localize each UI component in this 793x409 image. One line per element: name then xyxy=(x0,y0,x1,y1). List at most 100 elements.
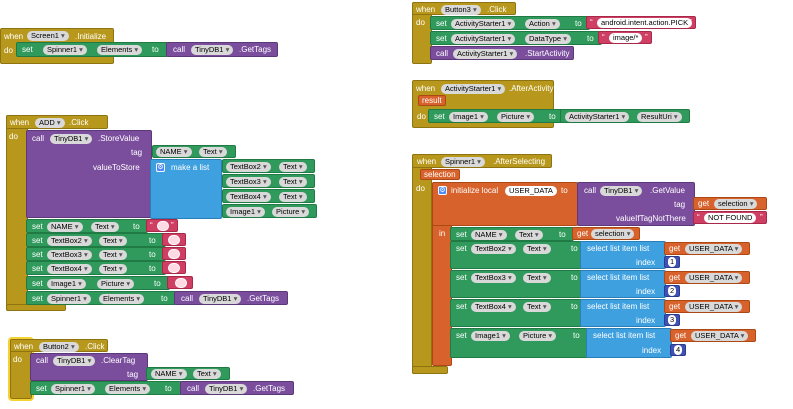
empty-text-field[interactable] xyxy=(168,235,180,245)
set-image1-picture-block[interactable]: set Image1 Picture to xyxy=(428,109,564,123)
empty-text-block[interactable] xyxy=(167,276,193,289)
textbox3-dropdown[interactable]: TextBox3 xyxy=(47,250,92,260)
textbox2-dropdown[interactable]: TextBox2 xyxy=(47,236,92,246)
image1-dropdown[interactable]: Image1 xyxy=(47,279,86,289)
button3-dropdown[interactable]: Button3 xyxy=(441,5,481,15)
tinydb-storevalue-block[interactable]: call TinyDB1 .StoreValue tag valueToStor… xyxy=(26,130,152,218)
name-dropdown[interactable]: NAME xyxy=(156,147,192,157)
image1-dropdown[interactable]: Image1 xyxy=(471,331,510,341)
elements-dropdown[interactable]: Elements xyxy=(105,384,151,394)
activitystarter1-dropdown[interactable]: ActivityStarter1 xyxy=(451,34,516,44)
textbox2-dropdown[interactable]: TextBox2 xyxy=(471,244,516,254)
spinner1-dropdown[interactable]: Spinner1 xyxy=(43,45,87,55)
local-var-name-field[interactable]: USER_DATA xyxy=(505,186,557,196)
picture-dropdown[interactable]: Picture xyxy=(272,207,310,217)
tinydb-gettags-block[interactable]: call TinyDB1 .GetTags xyxy=(174,291,288,305)
text-string-block[interactable]: “ android.intent.action.PICK ” xyxy=(586,16,696,29)
text-dropdown[interactable]: Text xyxy=(99,236,127,246)
text-dropdown[interactable]: Text xyxy=(515,230,543,240)
tinydb1-dropdown[interactable]: TinyDB1 xyxy=(199,294,242,304)
datatype-text-field[interactable]: image/* xyxy=(609,33,643,43)
tinydb1-dropdown[interactable]: TinyDB1 xyxy=(191,45,234,55)
image1-dropdown[interactable]: Image1 xyxy=(449,112,488,122)
text-dropdown[interactable]: Text xyxy=(523,244,551,254)
picture-dropdown[interactable]: Picture xyxy=(97,279,135,289)
empty-text-block[interactable] xyxy=(162,233,186,246)
activitystarter1-dropdown[interactable]: ActivityStarter1 xyxy=(453,49,518,59)
spinner1-dropdown[interactable]: Spinner1 xyxy=(47,294,91,304)
user-data-dropdown[interactable]: USER_DATA xyxy=(685,302,743,312)
name-dropdown[interactable]: NAME xyxy=(151,369,187,379)
select-list-item-block[interactable]: select list item list index xyxy=(586,328,672,358)
action-text-field[interactable]: android.intent.action.PICK xyxy=(597,18,693,28)
tinydb-getvalue-block[interactable]: call TinyDB1 .GetValue tag valueIfTagNot… xyxy=(577,182,695,226)
set-image1-picture-block[interactable]: set Image1 Picture to xyxy=(450,328,588,358)
text-dropdown[interactable]: Text xyxy=(523,273,551,283)
set-spinner-elements-block[interactable]: set Spinner1 Elements to xyxy=(26,291,176,305)
textbox4-dropdown[interactable]: TextBox4 xyxy=(471,302,516,312)
add-click-block[interactable] xyxy=(6,115,28,311)
number-block[interactable]: 4 xyxy=(670,344,686,356)
name-text-getter[interactable]: NAME Text xyxy=(146,367,230,380)
text-dropdown[interactable]: Text xyxy=(91,222,119,232)
text-dropdown[interactable]: Text xyxy=(99,250,127,260)
param-result[interactable]: result xyxy=(418,95,446,106)
set-textbox4-text-block[interactable]: set TextBox4 Text to xyxy=(450,299,582,327)
activitystarter-startactivity-block[interactable]: call ActivityStarter1 .StartActivity xyxy=(430,46,574,60)
index-number-field[interactable]: 2 xyxy=(668,286,677,296)
get-selection-block[interactable]: get selection xyxy=(693,197,767,210)
resulturi-dropdown[interactable]: ResultUri xyxy=(637,112,682,122)
name-text-getter[interactable]: NAME Text xyxy=(152,145,236,158)
empty-text-field[interactable] xyxy=(168,249,180,259)
action-dropdown[interactable]: Action xyxy=(525,19,560,29)
text-dropdown[interactable]: Text xyxy=(279,177,307,187)
text-dropdown[interactable]: Text xyxy=(279,162,307,172)
image1-dropdown[interactable]: Image1 xyxy=(226,207,265,217)
text-dropdown[interactable]: Text xyxy=(279,192,307,202)
set-textbox2-text-block[interactable]: set TextBox2 Text to xyxy=(26,233,166,247)
set-spinner-elements-block[interactable]: set Spinner1 Elements to xyxy=(16,42,168,57)
elements-dropdown[interactable]: Elements xyxy=(97,45,143,55)
tinydb-gettags-block[interactable]: call TinyDB1 .GetTags xyxy=(180,381,294,395)
set-textbox4-text-block[interactable]: set TextBox4 Text to xyxy=(26,261,166,275)
empty-text-field[interactable] xyxy=(168,263,180,273)
empty-text-field[interactable] xyxy=(175,278,187,288)
empty-text-field[interactable] xyxy=(157,221,169,231)
text-dropdown[interactable]: Text xyxy=(193,369,221,379)
set-activitystarter-datatype-block[interactable]: set ActivityStarter1 DataType to xyxy=(430,31,602,45)
number-block[interactable]: 1 xyxy=(664,256,680,268)
set-name-text-block[interactable]: set NAME Text to xyxy=(26,219,148,233)
set-activitystarter-action-block[interactable]: set ActivityStarter1 Action to xyxy=(430,16,590,30)
mutator-gear-icon[interactable]: ⚙ xyxy=(156,163,165,172)
select-list-item-block[interactable]: select list item list index xyxy=(580,241,666,269)
user-data-dropdown[interactable]: USER_DATA xyxy=(685,244,743,254)
mutator-gear-icon[interactable]: ⚙ xyxy=(438,186,447,195)
text-dropdown[interactable]: Text xyxy=(99,264,127,274)
index-number-field[interactable]: 3 xyxy=(668,315,677,325)
set-spinner-elements-block[interactable]: set Spinner1 Elements to xyxy=(30,381,182,395)
textbox2-dropdown[interactable]: TextBox2 xyxy=(226,162,271,172)
number-block[interactable]: 2 xyxy=(664,285,680,297)
set-textbox3-text-block[interactable]: set TextBox3 Text to xyxy=(450,270,582,298)
user-data-dropdown[interactable]: USER_DATA xyxy=(691,331,749,341)
tinydb1-dropdown[interactable]: TinyDB1 xyxy=(50,134,93,144)
empty-text-block[interactable] xyxy=(162,261,186,274)
textbox3-dropdown[interactable]: TextBox3 xyxy=(226,177,271,187)
list-item-textbox3[interactable]: TextBox3 Text xyxy=(222,174,315,188)
list-item-image1[interactable]: Image1 Picture xyxy=(222,204,317,218)
get-selection-block[interactable]: get selection xyxy=(572,227,640,240)
set-image1-picture-block[interactable]: set Image1 Picture to xyxy=(26,276,170,290)
tinydb1-dropdown[interactable]: TinyDB1 xyxy=(53,356,96,366)
button2-dropdown[interactable]: Button2 xyxy=(39,342,79,352)
name-dropdown[interactable]: NAME xyxy=(471,230,507,240)
param-selection[interactable]: selection xyxy=(420,169,460,180)
number-block[interactable]: 3 xyxy=(664,314,680,326)
index-number-field[interactable]: 1 xyxy=(668,257,677,267)
not-found-text-field[interactable]: NOT FOUND xyxy=(704,213,757,223)
get-user-data-block[interactable]: get USER_DATA xyxy=(664,242,750,255)
set-textbox2-text-block[interactable]: set TextBox2 Text to xyxy=(450,241,582,269)
text-string-block[interactable]: “ NOT FOUND ” xyxy=(693,211,767,224)
spinner1-dropdown[interactable]: Spinner1 xyxy=(441,157,485,167)
activitystarter-resulturi-getter[interactable]: ActivityStarter1 ResultUri xyxy=(560,109,690,123)
text-dropdown[interactable]: Text xyxy=(523,302,551,312)
